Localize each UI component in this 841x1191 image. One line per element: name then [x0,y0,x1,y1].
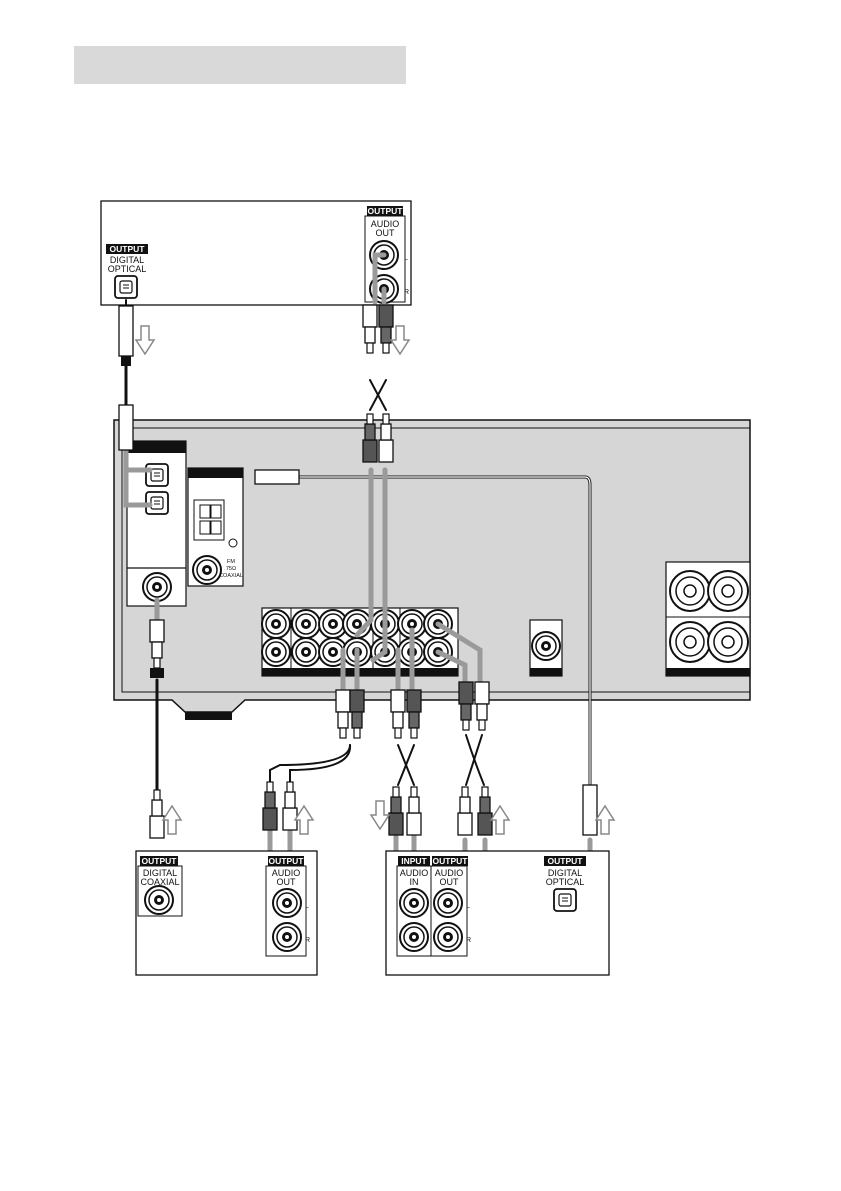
bl-audio-r-label: R [305,937,310,944]
top-optical-label-2: OPTICAL [108,264,147,274]
top-audio-r-label: R [404,289,409,296]
bl-audio-jack-r [273,923,301,951]
top-source-device: OUTPUT DIGITAL OPTICAL OUTPUT AUDIO OUT … [101,201,411,305]
arrow-down-icon [371,801,389,829]
br-input-jack-l [400,889,428,917]
bl-coaxial-jack [145,886,173,914]
top-audio-label-2: OUT [376,228,396,238]
br-optical-header: OUTPUT [548,856,584,866]
arrow-up-icon [491,806,509,834]
br-input-label-2: IN [410,877,419,887]
br-output-header: OUTPUT [433,856,469,866]
receiver-speaker-terminals [666,562,750,676]
br-output-r-label: R [466,937,471,944]
top-optical-jack [115,276,137,298]
bottom-right-device: INPUT AUDIO IN OUTPUT AUDIO OUT L R OUTP… [386,851,609,975]
top-audio-header: OUTPUT [368,206,404,216]
receiver-rear-panel: FM 75Ω COAXIAL [114,420,750,720]
arrow-down-icon [391,326,409,354]
bl-audio-header: OUTPUT [269,856,305,866]
br-optical-label-2: OPTICAL [546,877,585,887]
br-output-jack-r [434,923,462,951]
receiver-optical-jack-1 [146,464,168,486]
bottom-left-device: OUTPUT DIGITAL COAXIAL OUTPUT AUDIO OUT … [136,851,317,975]
top-audio-l-label: L [404,255,408,262]
top-optical-header: OUTPUT [110,244,146,254]
arrow-up-icon [163,806,181,834]
br-output-l-label: L [466,903,470,910]
bl-coaxial-header: OUTPUT [142,856,178,866]
bl-audio-l-label: L [305,903,309,910]
arrow-up-icon [295,806,313,834]
receiver-fm-coaxial-jack [193,556,221,584]
receiver-antenna-block: FM 75Ω COAXIAL [188,468,243,586]
fm-ohm-label: 75Ω [226,566,236,572]
bl-audio-label-2: OUT [277,877,297,887]
br-output-label-2: OUT [440,877,460,887]
heading-bar [74,46,406,84]
br-input-header: INPUT [401,856,427,866]
receiver-analog-jack-block [262,608,458,676]
br-optical-jack [554,889,576,911]
br-output-jack-l [434,889,462,917]
bl-audio-jack-l [273,889,301,917]
receiver-coaxial-jack [143,573,171,601]
br-audio-input: INPUT AUDIO IN [397,856,431,956]
receiver-subwoofer-jack-block [530,620,562,676]
receiver-digital-input-block [127,441,186,606]
fm-label: FM [227,559,235,565]
fm-coaxial-label: COAXIAL [219,573,243,579]
arrow-down-icon [136,326,154,354]
arrow-up-icon [596,806,614,834]
br-input-jack-r [400,923,428,951]
